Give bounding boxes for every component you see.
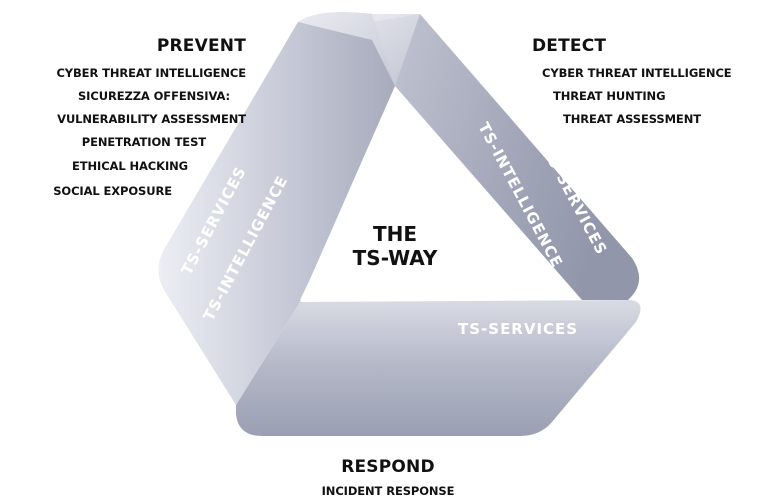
center-title-line1: THE <box>372 222 418 246</box>
prevent-item: PENETRATION TEST <box>81 135 206 149</box>
top-fold <box>298 12 420 87</box>
prevent-item: SOCIAL EXPOSURE <box>53 184 172 198</box>
respond-title: RESPOND <box>341 457 435 477</box>
detect-item: THREAT HUNTING <box>553 89 666 103</box>
right-band <box>372 14 640 300</box>
center-title: THE TS-WAY <box>340 222 450 270</box>
inner-triangle <box>300 108 498 300</box>
prevent-item: CYBER THREAT INTELLIGENCE <box>56 66 246 80</box>
respond-item: INCIDENT RESPONSE <box>321 484 455 498</box>
left-band <box>158 12 395 405</box>
prevent-title: PREVENT <box>156 36 246 56</box>
bottom-band <box>236 300 641 436</box>
detect-item: CYBER THREAT INTELLIGENCE <box>542 66 732 80</box>
center-title-line2: TS-WAY <box>352 246 438 270</box>
prevent-item: ETHICAL HACKING <box>72 159 188 173</box>
prevent-item: VULNERABILITY ASSESSMENT <box>57 112 246 126</box>
detect-item: THREAT ASSESSMENT <box>563 112 701 126</box>
prevent-item: SICUREZZA OFFENSIVA: <box>78 89 230 103</box>
band-label-bottom: TS-SERVICES <box>458 320 578 338</box>
detect-title: DETECT <box>532 36 607 56</box>
